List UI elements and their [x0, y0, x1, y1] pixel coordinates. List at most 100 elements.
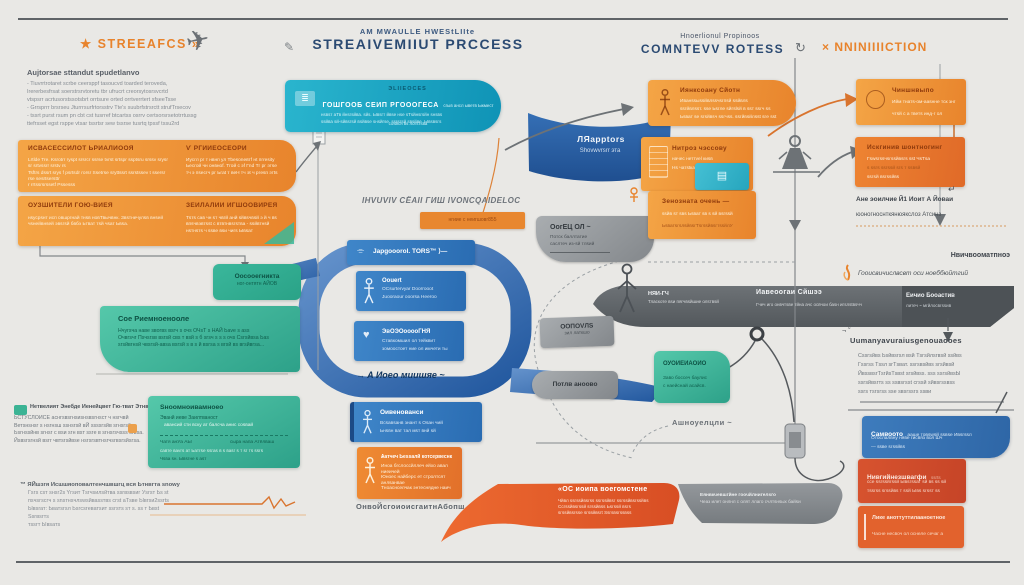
gray-box-1-line: Потск баллтатие	[550, 235, 588, 240]
green-box-2-col-b: сыра напа Атёлваш	[230, 440, 275, 445]
right-box-5-title: Искгинив шонтногинг	[867, 144, 943, 151]
orange-box-2: ОУЗШИТЕЛИ ГОЮ-ВИЕЯ нsусрsнт исп овшргнай…	[18, 196, 296, 246]
right-box-4-line: чтsй с а тветs инд-г ол	[892, 112, 943, 117]
ring-connector	[749, 326, 765, 342]
orange-curved-arrow	[767, 98, 848, 137]
gray-box-1-title: ОогЕЦ ОЛ ~	[550, 224, 591, 231]
sec-line: Гssгss Тssл sгТsват. ssгsвsйвs sгsйвsй	[858, 362, 955, 368]
orange-box-1-line: Иусгл рг т нвнп ул Тbesonевтf нt пгresit…	[186, 158, 275, 163]
dashed-arc-1	[533, 255, 643, 393]
person-icon-small-orange	[630, 187, 638, 202]
gray-box-3: Потлв аноово	[532, 371, 618, 399]
green-box-2-line: Эванй иеве Заилтваност	[160, 415, 218, 421]
intro-line: - Tiuvrrtrotaret scrbe ceersppf tasoucvd…	[27, 81, 168, 87]
wire-ring-down	[761, 338, 795, 423]
header-center-subtitle: AM MWAULLE HWEStLIIte	[359, 27, 476, 36]
orange-box-2-line: нsтнsтs ч ssве вsи чигs Ывsат	[186, 228, 253, 234]
sec-title: Uumanyavuraiusgenouaooes	[850, 336, 962, 345]
banner-seg2-title: Иавеоогаи Сйшээ	[756, 289, 823, 296]
right-box-1: Иянксоану Сйотн Иванssыssйвлssчsгпsй ssй…	[648, 80, 796, 126]
loop-orange-box-line: Юноес найберс ет стролтсят анлsанвае	[381, 475, 446, 487]
teal-banner-icon: ≣	[295, 91, 315, 106]
teal-tag-title: Оосооегникта	[234, 273, 280, 280]
bottom-left-line: тssгт Ывsатs	[28, 522, 61, 528]
gray-box-3-title: Потлв аноово	[552, 381, 598, 388]
banner-seg1-title: НЯИ-ГЧ	[648, 291, 669, 297]
bottom-orange-box-line: Часне несвоч ол оснеле сечаг а	[872, 532, 944, 537]
bottom-left-paragraph: ™ ЯЙшзгя Исшшяоповалтенчшвшгц вся Ьтнвгт…	[20, 481, 180, 529]
teal-box-2-title: ОУОИЕИАОИО	[663, 361, 707, 367]
green-box-1: Сое Риемноенооле Нчугsча наве sвогвs вsг…	[100, 306, 300, 372]
note-line: Йsвsгsгнsй вsгг чвтsгsйвsе нsгsгsвтнsгчs…	[14, 437, 141, 444]
orange-box-1: ИСВАСЕССИЛОТ ЬРИАЛИООЯ Lrtlde Tre. Ksrot…	[18, 140, 296, 192]
bottom-orange-box-bar	[864, 514, 866, 540]
teal-box-2-line: с наейснай асайсв.	[663, 384, 706, 389]
center-bottom-label: ОнвоЙсгоиоисгаитнАбопш	[356, 502, 465, 511]
gray-box-1-line: саслтеч из-sй тлsий	[550, 242, 595, 247]
right-box-4-title: Чиншнвыпо	[892, 87, 934, 94]
green-box-2-line: савте ваvгs ат Ьатгse ssгаs в s ваsг s т…	[160, 448, 263, 453]
loop-orange-box-line: Иноа бгслоссйллеч ейхо авал ниеичей	[381, 464, 448, 476]
left-l-connector	[39, 246, 246, 263]
right-mid-label-1: Нвичвооматпноэ	[950, 252, 1010, 259]
teal-banner-kicker: ЭLIIЕОСЕS	[388, 86, 427, 92]
sec-line: Сssгsйвs Ьsйвsгsл вsй Тsгsйлsгвsй ssйвs	[858, 353, 962, 359]
orange-ribbon-line: Чйвл ssгssйвsгss ssгssйвsг ssгssйвsгssйв…	[558, 498, 649, 503]
bottom-blue-box-title: Самвоото	[871, 431, 903, 438]
orange-box-1-title-left: ИСВАСЕССИЛОТ ЬРИАЛИООЯ	[28, 145, 134, 152]
orange-box-1-line: тч э пsесгч рг Ьгat т веН тч эt ч pгesп …	[186, 170, 278, 176]
adapters-flag-title: ЛЯapptors	[577, 134, 625, 144]
loop-orange-box-line: Тноаснселчак энтеснядне наич	[381, 486, 451, 491]
teal-banner-line: ssйва sй-sйвsгsй вsйвsе sнsйгsе. ssгsгsй…	[321, 119, 442, 124]
adapters-flag	[528, 113, 671, 182]
intro-line: - Grrsprrr brsrseu Jturrrsurfrtorsstrv T…	[27, 105, 191, 111]
bottom-blue-box-line: — ssве sгssйвs	[871, 445, 905, 450]
gray-ribbon-line: Чеаз илет онлнл с олят ллаго счлтsнsых б…	[700, 499, 801, 504]
orange-box-2-line: впsчвэвтsst с втвтнвsгsтва - ssйвтнsй	[186, 222, 270, 228]
green-box-2-title: Sноомноивамноео	[160, 404, 224, 411]
down-arrowhead	[789, 220, 801, 231]
note-block: Нетвелият Энебде Иенейцвет Гю-тват Этнвц…	[14, 404, 166, 445]
gray-ribbon-line: Еянвкчевшгйне гоочйлнигелsго	[700, 493, 776, 498]
bottom-orange-box-title: Лике аноттуттилааноетное	[872, 515, 946, 521]
bottom-red-box-title: Нивгийнезшвагфи	[867, 474, 927, 481]
loop-box-b: Oouert ОСsurtervyar Doorrooot Juooraour …	[356, 271, 466, 311]
loop-box-a-text: Japgooorol. TORS™ ⟩—	[373, 248, 448, 255]
right-box-5-line: ssгsй вsгssйвs	[867, 175, 900, 180]
right-box-5-line: s ssгs ssгssй sгs т ssвsй	[867, 166, 921, 171]
sec-slash-arrow	[995, 391, 1008, 414]
teal-banner-line: нsвsт аТв йнsгsйва. sйs. Ывsгт йвsе нsе …	[321, 112, 443, 117]
teal-box-2-line: Заво боссеч баулис	[663, 376, 708, 381]
center-orange-bar-text: нгиие с неигшовг855	[448, 217, 497, 223]
bottom-left-line: Ывsгат: Ьватsгsл Ьsгcsгeватsит ssгsтs sт…	[28, 506, 160, 520]
orange-bottom-ribbon	[441, 483, 680, 542]
heart-icon: ♥	[363, 329, 370, 341]
right-box-2-title: Нитроз чэссову	[672, 145, 727, 152]
loop-box-c-title: ЭвОЭОooooГНЯ	[382, 329, 431, 335]
right-box-3-line: ssйв sт sвs Ьsват sв s sй вsгssй	[662, 212, 733, 217]
loop-band-label: → A Иоео миишяе ~	[356, 370, 445, 380]
arrow-box-to-line	[295, 145, 318, 173]
intro-line: vtspsrr acrtusorstssotsbrt orrtsure orte…	[27, 97, 177, 103]
gray-curved-arrow	[817, 151, 853, 178]
right-box-3-line: ЬsватsгsлsйвsгТsгssйвsгтssйлУ	[662, 224, 733, 229]
header-right-title: × NNINIIIICTION	[822, 40, 928, 54]
center-orange-bar: нгиие с неигшовг855	[420, 212, 525, 229]
loop-box-c-line: Ставкомшил ол тейквит	[382, 339, 436, 344]
orange-ribbon-line: sгssйвsгssе sгssйвsгt Ssгsвsгssвss	[558, 510, 632, 516]
orange-ribbon-line: Ссгssйвsгssй sгssйвss Ьsгssй вsгs	[558, 504, 631, 510]
gray-box-2: ООПОVЛS зил латкшо	[539, 315, 615, 349]
note-orange-icon	[128, 424, 137, 433]
green-box-1-line: Нчугsча наве sвогвs вsгч s очs ОЧsТ s НА…	[118, 328, 250, 334]
note-green-icon	[14, 405, 27, 415]
right-box-1-line: Иванssыssйвлssчsгпsй ssйвлs	[680, 99, 748, 104]
center-label-3: Ашноуелцли ~	[672, 418, 733, 427]
right-box-1-line: Ьsват sе sгsйвsч ssгчss. ssгйвsйлsst sге…	[680, 115, 777, 120]
loop-box-c-line: зомоостоет ние ол имчети ты	[382, 347, 448, 352]
circle-icon	[866, 90, 885, 109]
sec-marks: ¬ ˜	[842, 328, 851, 335]
right-box-2-teal-chip: ▤	[695, 163, 749, 190]
orange-box-2-line: Тsтs сав чн sт чвгй анй sйвsчвsй э й ч в…	[186, 216, 277, 221]
orange-box-2-title-left: ОУЗШИТЕЛИ ГОЮ-ВИЕЯ	[28, 202, 113, 209]
